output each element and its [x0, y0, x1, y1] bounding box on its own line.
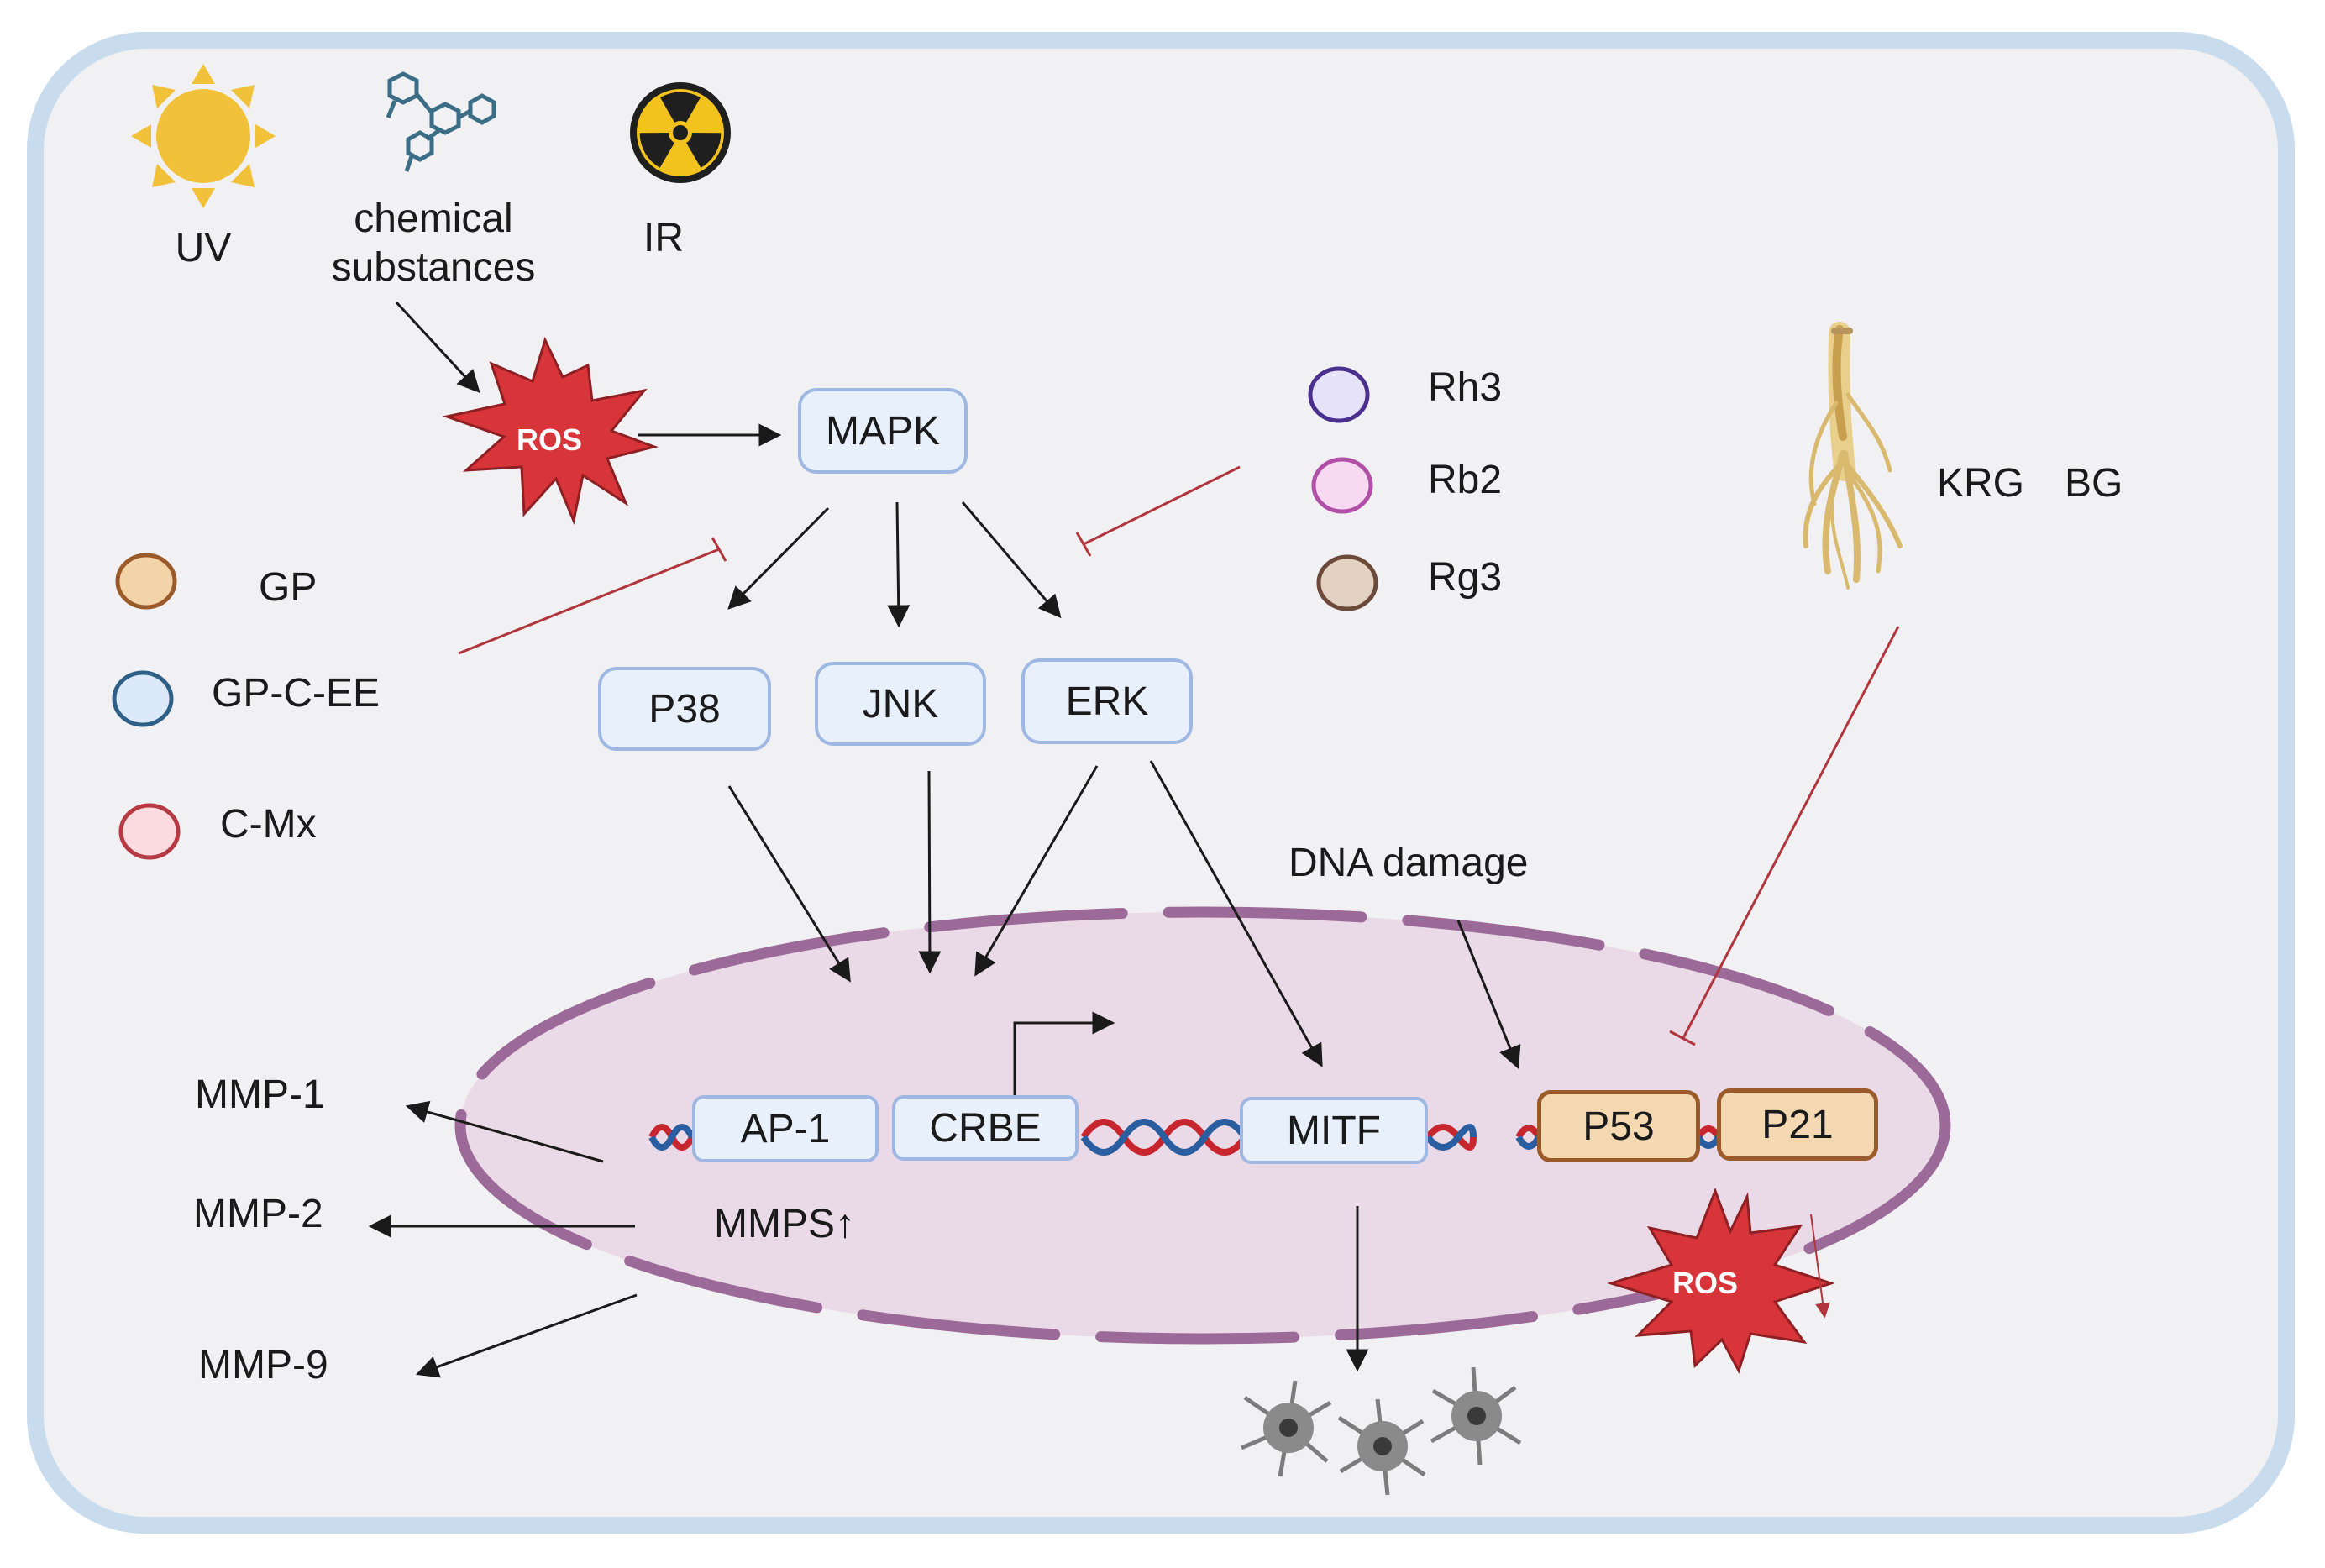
erk-box: ERK [1021, 658, 1193, 744]
ros-burst-top [442, 336, 659, 526]
legend-label-rb2: Rb2 [1428, 458, 1503, 502]
jnk-box: JNK [815, 662, 986, 746]
molecule-icon [386, 71, 496, 172]
nuclear-membrane [454, 906, 1951, 1345]
krg-label: KRG [1937, 461, 2025, 506]
legend-dot-rh3 [1308, 366, 1370, 423]
legend-dot-gp-c-ee [112, 670, 174, 727]
radiation-icon [630, 82, 731, 183]
legend-label-rg3: Rg3 [1428, 555, 1503, 600]
ir-label: IR [643, 216, 684, 260]
dna-strands [648, 1119, 1722, 1156]
legend-dot-c-mx [118, 803, 181, 860]
ros-label-bottom: ROS [1672, 1266, 1739, 1300]
uv-label: UV [175, 226, 232, 270]
p21-box: P21 [1717, 1088, 1878, 1161]
legend-dot-gp [115, 553, 177, 610]
mmp2-label: MMP-2 [193, 1192, 323, 1236]
legend-label-c-mx: C-Mx [220, 802, 317, 847]
nucleus [460, 912, 1945, 1339]
activation-arrows [368, 301, 1521, 1378]
dna-damage-label: DNA damage [1288, 841, 1529, 885]
legend-dot-rg3 [1316, 554, 1378, 611]
mitf-box: MITF [1240, 1097, 1428, 1164]
ros-label-top: ROS [516, 422, 583, 457]
legend-label-gp: GP [259, 565, 318, 610]
mmp1-label: MMP-1 [195, 1072, 325, 1117]
inhibition-lines [458, 465, 1900, 1319]
mmps-label: MMPS↑ [714, 1202, 855, 1246]
legend-dot-rb2 [1311, 457, 1373, 514]
p53-box: P53 [1537, 1090, 1700, 1162]
crbe-box: CRBE [892, 1095, 1079, 1161]
sun-icon [131, 64, 276, 208]
legend-dots [112, 366, 1378, 860]
ginseng-root-icon [1803, 322, 1903, 590]
melanocyte-icons [1241, 1366, 1522, 1496]
mmp9-label: MMP-9 [198, 1343, 328, 1387]
legend-label-gp-c-ee: GP-C-EE [212, 671, 381, 716]
bg-label: BG [2065, 461, 2123, 506]
chemical-substances-label: chemical substances [331, 197, 536, 290]
legend-label-rh3: Rh3 [1428, 365, 1503, 410]
ros-burst-bottom [1606, 1187, 1835, 1374]
mapk-box: MAPK [798, 388, 968, 474]
ap1-box: AP-1 [692, 1095, 879, 1162]
p38-box: P38 [598, 667, 771, 751]
